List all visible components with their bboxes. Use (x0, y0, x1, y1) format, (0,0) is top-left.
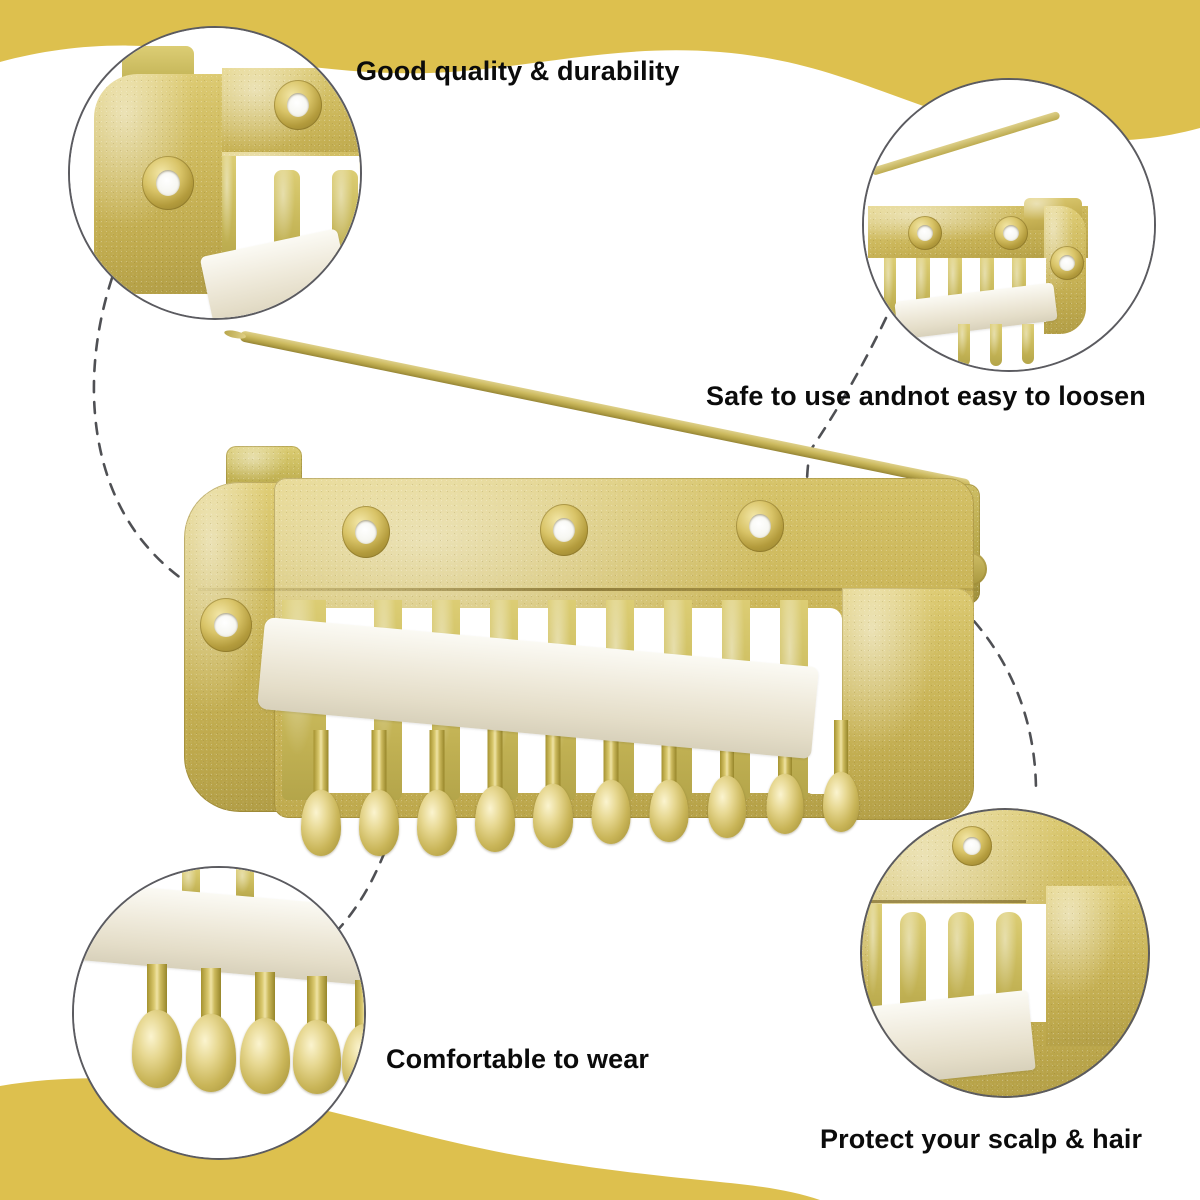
clip-tooth (820, 720, 862, 850)
callout-top-right (862, 78, 1156, 372)
callout-eyelet (1050, 246, 1084, 280)
callout-eyelet (908, 216, 942, 250)
callout-tooth (292, 976, 342, 1106)
connector-bottom-right (958, 604, 1038, 794)
connector-top-left (92, 276, 208, 596)
clip-tooth (474, 728, 516, 858)
caption-safe-to-use: Safe to use andnot easy to loosen (706, 381, 1146, 411)
callout-eyelet (952, 826, 992, 866)
callout-tooth (186, 968, 236, 1098)
clip-tooth (532, 726, 574, 856)
caption-good-quality: Good quality & durability (356, 56, 680, 86)
callout-eyelet (274, 80, 322, 130)
callout-top-left (68, 26, 362, 320)
caption-protect-scalp: Protect your scalp & hair (820, 1124, 1143, 1154)
caption-comfortable-to-wear: Comfortable to wear (386, 1044, 649, 1074)
clip-tooth (416, 730, 458, 860)
clip-tooth (648, 724, 690, 854)
clip-eyelet-side (200, 598, 252, 652)
callout-bottom-right (860, 808, 1150, 1098)
callout-tooth (240, 972, 290, 1102)
callout-tooth (132, 964, 182, 1094)
clip-eyelet-1 (342, 506, 390, 558)
callout-tooth (340, 980, 364, 1110)
callout-eyelet (142, 156, 194, 210)
callout-eyelet (994, 216, 1028, 250)
clip-tooth (300, 730, 342, 860)
clip-body-seam (198, 588, 978, 591)
callout-bottom-left (72, 866, 366, 1160)
clip-tooth (358, 730, 400, 860)
clip-eyelet-3 (736, 500, 784, 552)
clip-eyelet-2 (540, 504, 588, 556)
main-product-snap-clip (178, 328, 1038, 890)
clip-tooth (590, 724, 632, 854)
